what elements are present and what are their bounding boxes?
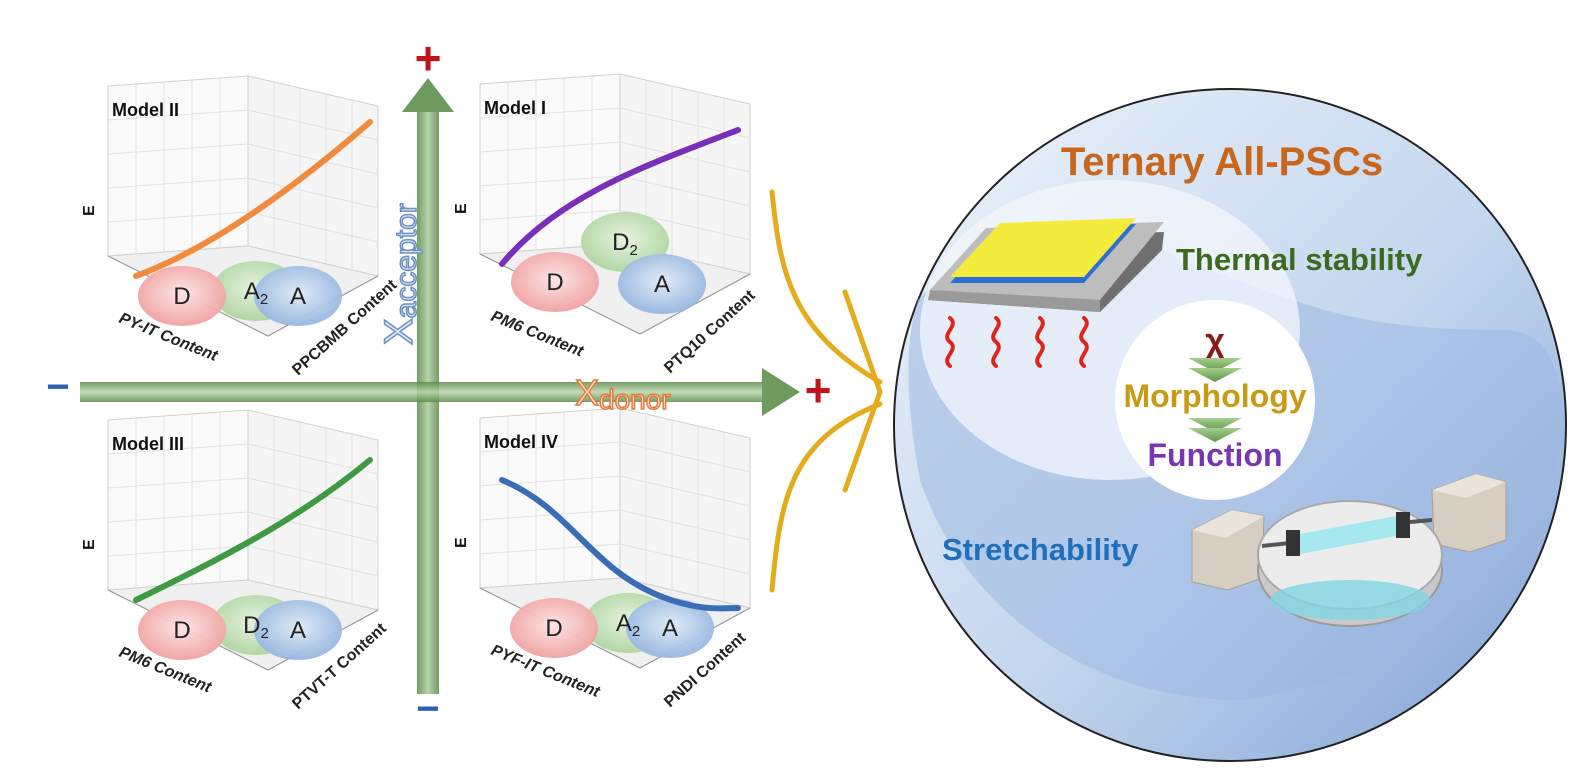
horizontal-axis-arrow: [80, 368, 800, 416]
component-label: D: [545, 615, 562, 642]
model-title: Model III: [112, 434, 184, 454]
horizontal-axis-minus: −: [46, 365, 69, 409]
energy-curve: [133, 457, 373, 603]
vertical-axis-minus: −: [416, 687, 439, 731]
component-label: D2: [612, 229, 638, 259]
energy-curve: [499, 127, 741, 267]
energy-axis-label: E: [453, 203, 470, 214]
function-label: Function: [1147, 437, 1282, 473]
thermal-stability-label: Thermal stability: [1176, 242, 1423, 277]
energy-curve: [499, 477, 741, 612]
energy-axis-label: E: [81, 539, 98, 550]
svg-text:Χdonor: Χdonor: [575, 372, 671, 415]
thermal-film-icon: [928, 218, 1164, 312]
donor-content-label: PM6 Content: [489, 308, 587, 361]
component-label: A: [290, 617, 306, 644]
component-circle: [618, 254, 706, 314]
component-label: A2: [244, 278, 268, 308]
energy-curve: [133, 119, 373, 279]
component-circle: [138, 600, 226, 660]
component-circle: [254, 600, 342, 660]
morphology-label: Morphology: [1123, 378, 1306, 414]
component-circle: [138, 266, 226, 326]
component-label: D: [173, 283, 190, 310]
heat-waves-icon: [945, 316, 1089, 368]
model-title: Model II: [112, 100, 179, 120]
component-label: A: [662, 615, 678, 642]
acceptor-axis-label: Χacceptor: [376, 202, 424, 345]
chi-symbol: χ: [1205, 322, 1225, 360]
energy-axis-label: E: [453, 537, 470, 548]
donor-axis-label: Χdonor: [574, 371, 671, 416]
component-circle: [626, 598, 714, 658]
component-label: A: [654, 271, 670, 298]
component-label: A: [290, 283, 306, 310]
model-title: Model I: [484, 98, 546, 118]
component-label: D: [546, 269, 563, 296]
vertical-axis-plus: +: [415, 32, 442, 84]
component-circle: [510, 598, 598, 658]
chevron-down-icon: [1188, 358, 1242, 382]
horizontal-axis-plus: +: [805, 364, 832, 416]
energy-axis-label: E: [81, 205, 98, 216]
component-label: D2: [243, 612, 269, 642]
component-label: D: [173, 617, 190, 644]
stretch-device-icon: [1191, 473, 1507, 627]
component-circle: [254, 266, 342, 326]
component-label: A2: [616, 610, 640, 640]
summary-circle: [893, 88, 1567, 762]
stretchability-label: Stretchability: [942, 532, 1139, 567]
summary-title: Ternary All-PSCs: [1061, 140, 1383, 184]
chevron-down-icon: [1188, 418, 1242, 442]
model-title: Model IV: [484, 432, 558, 452]
merge-bracket: [769, 189, 883, 593]
component-circle: [511, 252, 599, 312]
svg-text:Χacceptor: Χacceptor: [377, 203, 423, 345]
